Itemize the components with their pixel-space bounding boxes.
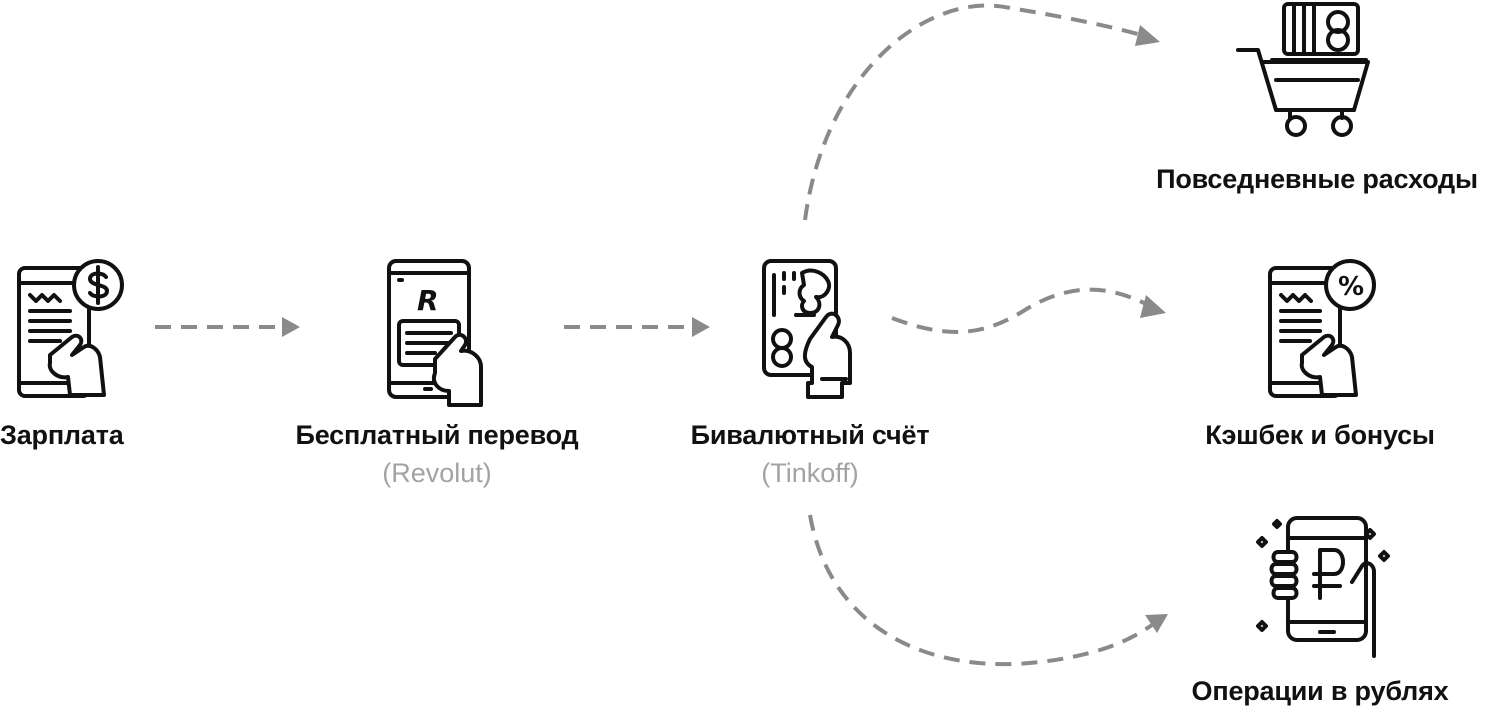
node-label-transfer: Бесплатный перевод	[295, 420, 579, 450]
tinkoff-card-icon	[762, 259, 852, 399]
arrow-account-to-rubles	[808, 514, 1154, 667]
arrow-account-to-daily	[803, 3, 1146, 221]
arrowhead-salary-to-transfer	[282, 317, 300, 337]
phone-ruble-icon	[1256, 516, 1390, 658]
revolut-phone-icon: R	[387, 259, 483, 407]
shopping-cart-icon	[1236, 2, 1370, 137]
node-label-cashback: Кэшбек и бонусы	[1205, 420, 1435, 450]
svg-text:%: %	[1338, 272, 1364, 302]
arrowhead-account-to-rubles	[1145, 614, 1168, 633]
arrowhead-account-to-daily	[1135, 25, 1160, 46]
node-sub-account: (Tinkoff)	[761, 458, 859, 488]
arrowhead-transfer-to-account	[692, 317, 710, 337]
salary-phone-dollar-icon	[17, 259, 124, 398]
node-label-rubles: Операции в рублях	[1191, 676, 1449, 706]
svg-text:R: R	[417, 284, 439, 317]
node-label-daily: Повседневные расходы	[1156, 164, 1478, 194]
node-label-account: Бивалютный счёт	[690, 420, 930, 450]
phone-percent-icon: %	[1268, 259, 1376, 398]
arrow-account-to-cashback	[891, 287, 1151, 334]
node-label-salary: Зарплата	[0, 420, 124, 450]
arrowhead-account-to-cashback	[1140, 295, 1166, 318]
node-sub-transfer: (Revolut)	[382, 458, 492, 488]
